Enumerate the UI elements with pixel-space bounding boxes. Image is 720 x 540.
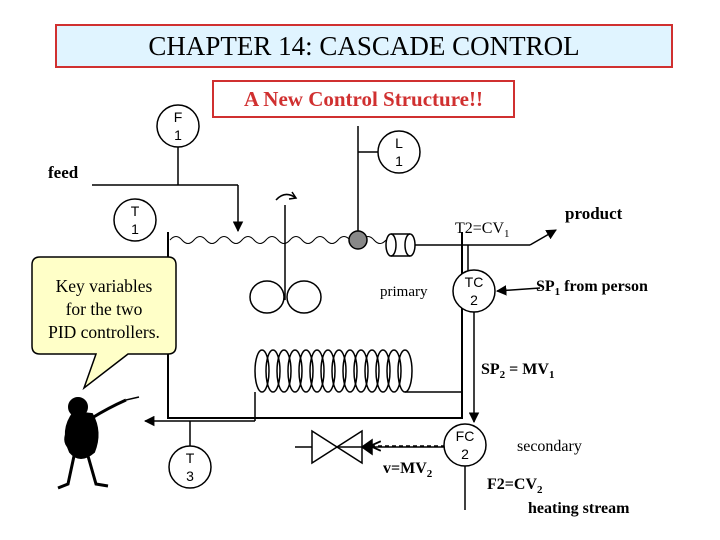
v-mv2-label: v=MV2 bbox=[383, 460, 433, 480]
svg-text:TC: TC bbox=[465, 274, 484, 290]
reactor-tank bbox=[167, 232, 463, 419]
svg-text:3: 3 bbox=[186, 468, 194, 484]
sp1-label: SP1 from person bbox=[536, 278, 648, 298]
callout-line-3: PID controllers. bbox=[48, 322, 160, 342]
svg-text:2: 2 bbox=[461, 446, 469, 462]
feed-line bbox=[92, 147, 244, 233]
control-valve bbox=[311, 429, 373, 465]
heating-coil bbox=[254, 349, 462, 393]
svg-text:F: F bbox=[174, 109, 183, 125]
svg-text:1: 1 bbox=[131, 221, 139, 237]
secondary-label: secondary bbox=[517, 438, 582, 455]
level-line bbox=[357, 126, 378, 232]
feed-label: feed bbox=[48, 163, 79, 182]
level-float bbox=[348, 230, 368, 250]
instrument-f1: F 1 bbox=[156, 104, 200, 148]
pointing-person-figure bbox=[57, 396, 140, 490]
svg-text:T: T bbox=[186, 450, 195, 466]
instrument-t1: T 1 bbox=[113, 198, 157, 242]
svg-text:T: T bbox=[131, 203, 140, 219]
instrument-t3: T 3 bbox=[168, 445, 212, 489]
product-outlet bbox=[385, 229, 557, 271]
svg-text:L: L bbox=[395, 135, 403, 151]
instrument-tc2: TC 2 bbox=[452, 269, 496, 313]
sp2-label: SP2 = MV1 bbox=[481, 361, 554, 381]
product-label: product bbox=[565, 204, 623, 223]
svg-text:2: 2 bbox=[470, 292, 478, 308]
svg-text:FC: FC bbox=[456, 428, 475, 444]
heating-stream-label: heating stream bbox=[528, 500, 630, 517]
callout-line-1: Key variables bbox=[56, 276, 153, 296]
t2-cv1-label: T2=CV1 bbox=[455, 220, 510, 240]
svg-text:1: 1 bbox=[395, 153, 403, 169]
heating-pipe bbox=[143, 392, 448, 448]
agitator bbox=[249, 191, 322, 314]
primary-label: primary bbox=[380, 284, 428, 300]
subtitle: A New Control Structure!! bbox=[212, 80, 515, 118]
f2-cv2-label: F2=CV2 bbox=[487, 476, 543, 496]
chapter-title: CHAPTER 14: CASCADE CONTROL bbox=[55, 24, 673, 68]
instrument-l1: L 1 bbox=[377, 130, 421, 174]
callout-line-2: for the two bbox=[66, 299, 143, 319]
svg-text:1: 1 bbox=[174, 127, 182, 143]
key-variables-callout: Key variables for the two PID controller… bbox=[31, 256, 177, 391]
instrument-fc2: FC 2 bbox=[443, 423, 487, 467]
sp1-arrow bbox=[495, 285, 541, 296]
